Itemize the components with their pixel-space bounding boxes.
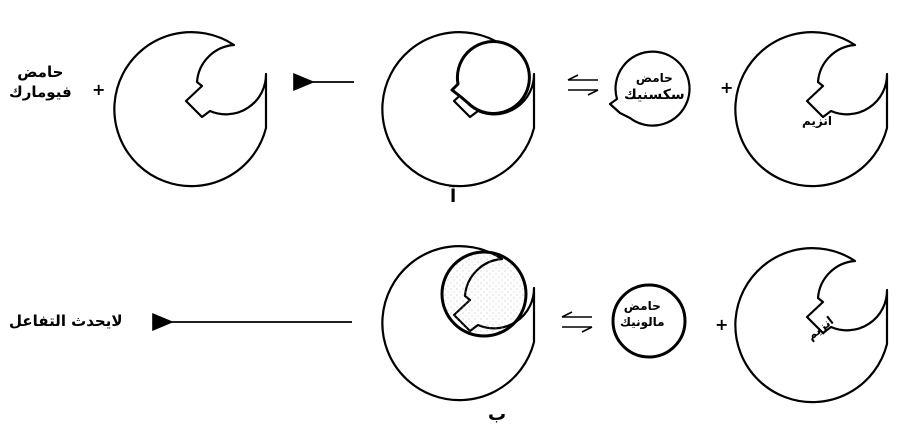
equilibrium-arrows-b [562,312,592,332]
bound-substrate-a [452,41,529,113]
inhibitor-label-b: حامض مالونيك [620,298,665,330]
panel-letter-b: ب [488,404,506,425]
bound-inhibitor-b [442,252,526,336]
no-reaction-label: لايحدث التفاعل [9,312,123,330]
enzyme-shape-a-free [735,32,887,186]
substrate-label-a-line2: سكسنيك [624,86,685,105]
product-label-a-line2: فيومارك [9,82,72,102]
plus-sign-a: + [720,78,733,97]
equilibrium-arrows-a [568,75,598,95]
inhibitor-label-b-line1: حامض [620,298,665,314]
enzyme-shape-a-released [114,32,266,186]
substrate-label-a: حامض سكسنيك [624,70,685,105]
plus-sign-a-product: + [92,80,105,99]
substrate-label-a-line1: حامض [624,70,685,86]
inhibitor-label-b-line2: مالونيك [620,314,665,330]
enzyme-label-a: انزيم [802,114,832,128]
plus-sign-b: + [715,315,728,334]
panel-letter-a: آ [450,186,456,207]
product-label-a-line1: حامض [9,62,72,82]
product-label-a: حامض فيومارك [9,62,72,103]
